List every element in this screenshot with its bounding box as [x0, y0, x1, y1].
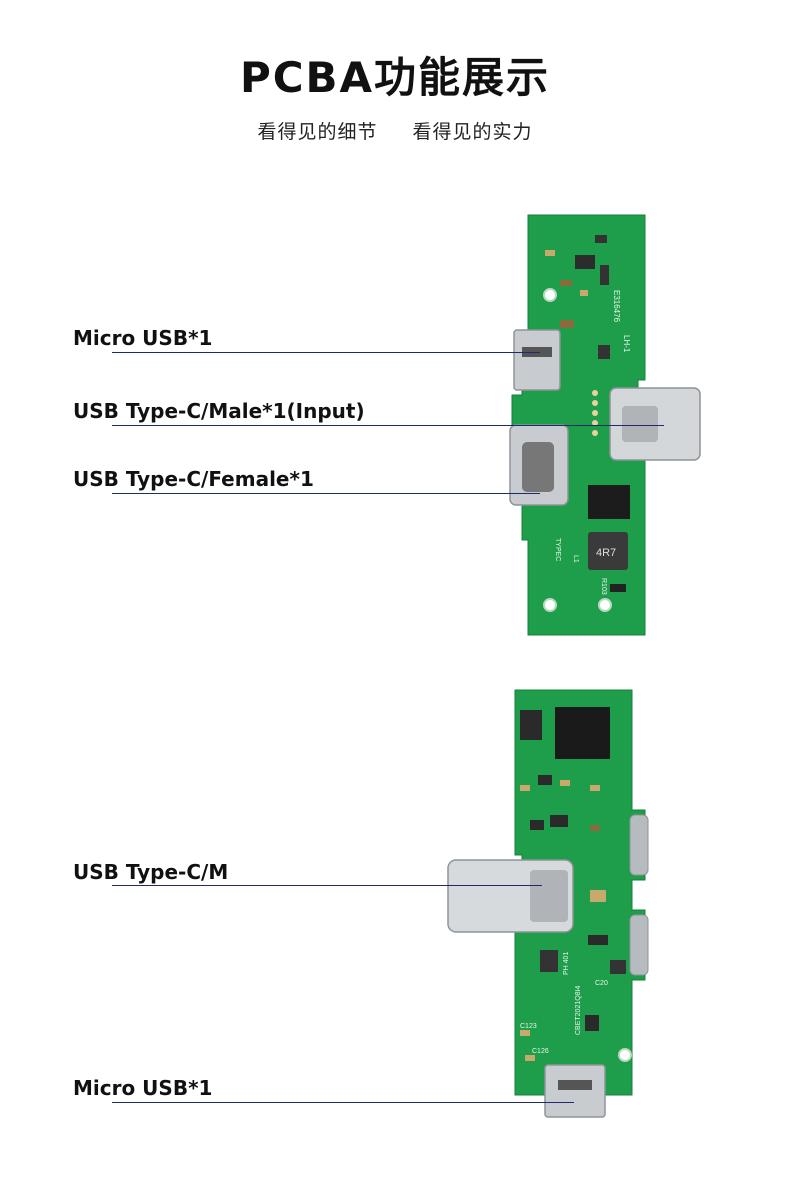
silkscreen-c20: C20 — [595, 980, 608, 987]
label-usb-typec-m: USB Type-C/M — [73, 860, 229, 884]
leader-line-usb-typec-female — [112, 493, 540, 494]
silkscreen-cbet: CBET2021Q8I4 — [575, 985, 582, 1035]
leader-line-usb-typec-male — [112, 425, 664, 426]
subtitle-right: 看得见的实力 — [412, 121, 533, 143]
silkscreen-r103: R103 — [600, 578, 607, 595]
label-usb-typec-female: USB Type-C/Female*1 — [73, 467, 314, 491]
silkscreen-c126: C126 — [532, 1048, 549, 1055]
page-subtitle: 看得见的细节 看得见的实力 — [0, 117, 790, 144]
silkscreen-c123: C123 — [520, 1023, 537, 1030]
subtitle-left: 看得见的细节 — [257, 121, 378, 143]
label-micro-usb-top: Micro USB*1 — [73, 326, 213, 350]
silkscreen-l1: L1 — [572, 555, 579, 563]
leader-line-micro-usb-bottom — [112, 1102, 574, 1103]
silkscreen-ph401: PH 401 — [563, 952, 570, 975]
page-title: PCBA功能展示 — [239, 53, 551, 102]
label-micro-usb-bottom: Micro USB*1 — [73, 1076, 213, 1100]
leader-line-micro-usb-top — [112, 352, 540, 353]
pcba-board-bottom: PH 401 CBET2021Q8I4 C123 C20 C126 — [447, 689, 649, 1118]
silkscreen-e316476: E316476 — [612, 290, 621, 323]
silkscreen-4r7: 4R7 — [596, 547, 616, 559]
leader-line-usb-typec-m — [112, 885, 542, 886]
silkscreen-lh1: LH-1 — [622, 335, 631, 353]
silkscreen-typec: TYPEC — [554, 538, 561, 561]
label-usb-typec-male: USB Type-C/Male*1(Input) — [73, 399, 365, 423]
